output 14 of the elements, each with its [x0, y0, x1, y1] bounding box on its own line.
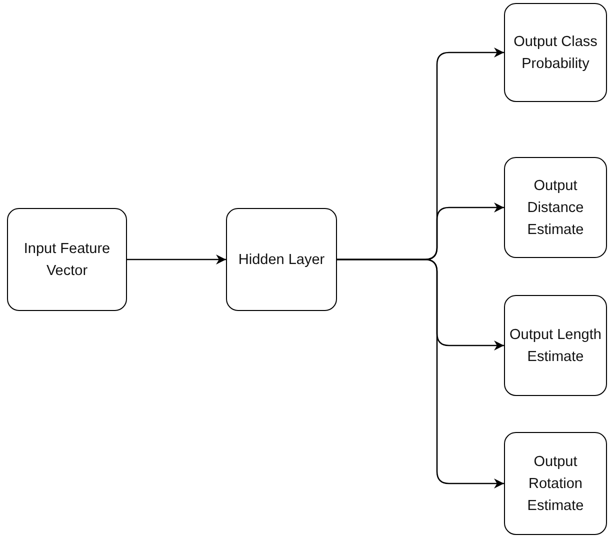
box-label: Hidden Layer: [237, 250, 326, 270]
process-box: [7, 208, 127, 311]
box-label: Output Class Probability: [512, 32, 598, 74]
box-label: Output Distance Estimate: [526, 176, 585, 240]
box-label: Output Rotation Estimate: [526, 452, 585, 516]
box-label: Input Feature Vector: [22, 240, 112, 280]
arrow: [337, 258, 504, 488]
process-box: [504, 295, 607, 396]
process-box: [504, 3, 607, 102]
process-box: [504, 432, 607, 535]
arrow: [127, 254, 226, 264]
process-box: [226, 208, 337, 311]
box-label: Output Length Estimate: [508, 326, 602, 366]
process-box: [504, 157, 607, 258]
